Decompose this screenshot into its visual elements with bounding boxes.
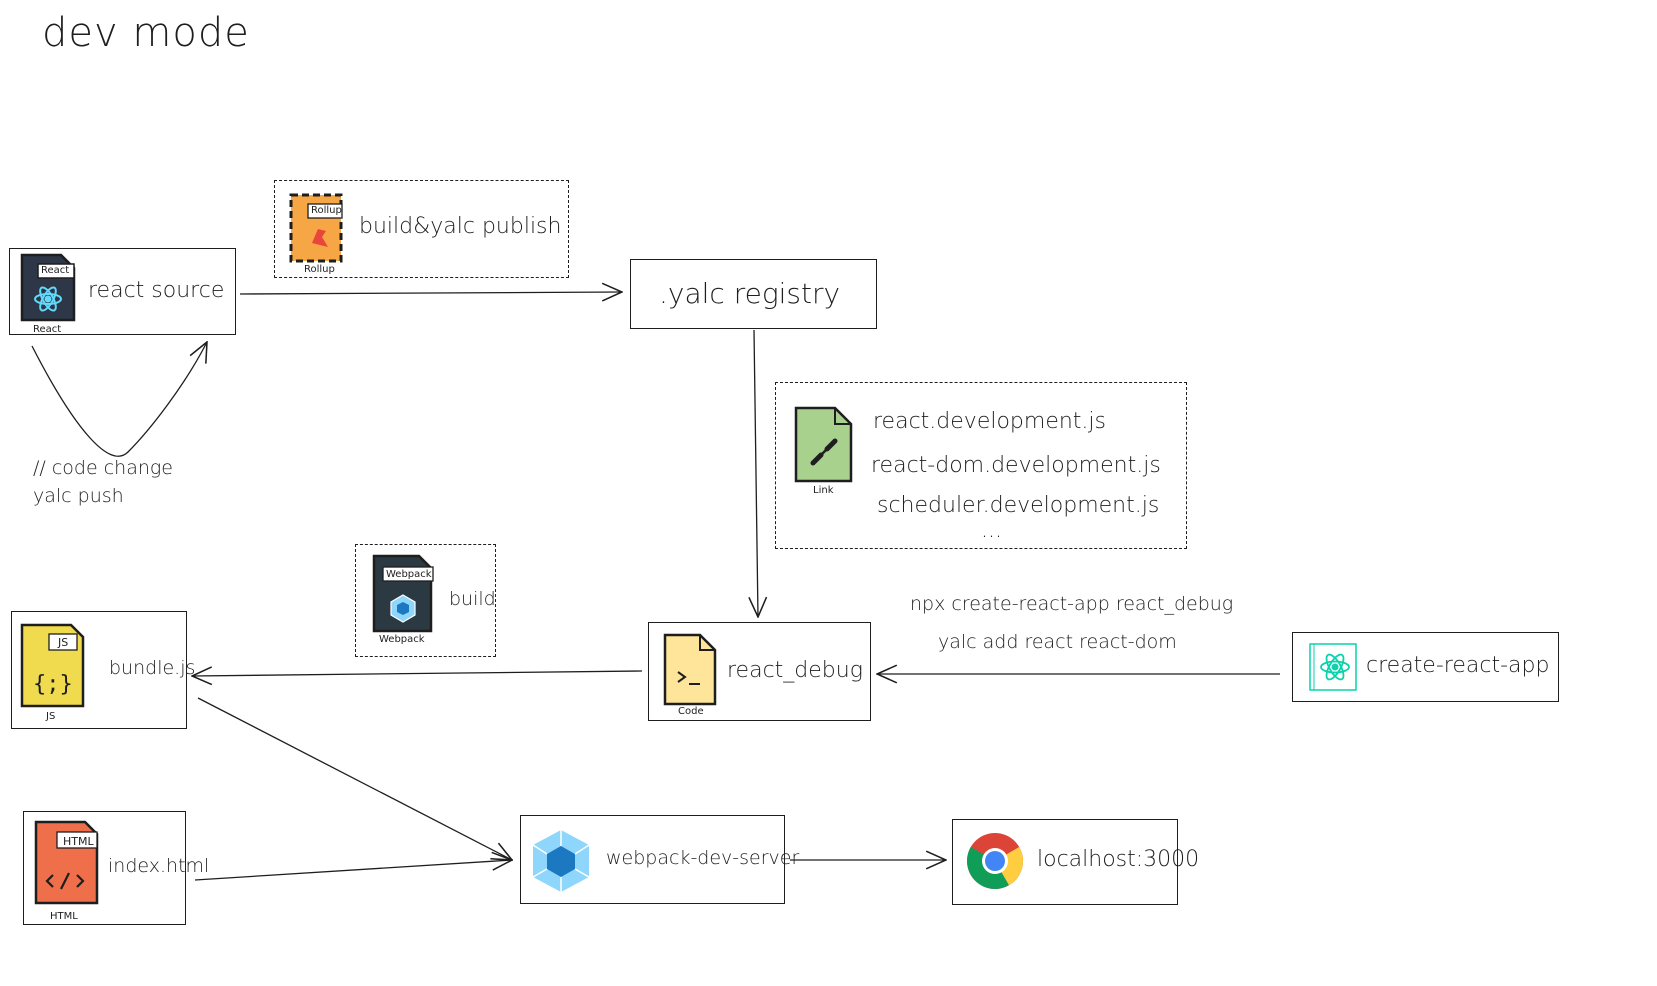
file-react-dom-development: react-dom.development.js <box>871 453 1161 478</box>
file-react-development: react.development.js <box>873 409 1106 434</box>
yalc-push-annotation: yalc push <box>33 485 124 507</box>
html-icon-tag: HTML <box>63 835 94 848</box>
yalc-registry-label: .yalc registry <box>659 277 841 310</box>
webpack-icon-caption: Webpack <box>379 634 425 645</box>
chrome-icon <box>965 831 1025 891</box>
create-react-app-label: create-react-app <box>1366 653 1550 678</box>
react-file-icon: React React <box>19 252 83 335</box>
react-debug-label: react_debug <box>727 658 863 683</box>
js-file-icon: JS {;} JS <box>19 622 89 726</box>
rollup-build-group: Rollup Rollup build&yalc publish <box>274 180 569 278</box>
page-title: dev mode <box>42 10 250 56</box>
arrow-code-change-loop <box>31 342 207 457</box>
js-icon-caption: JS <box>46 711 56 722</box>
html-icon-caption: HTML <box>50 911 78 922</box>
code-file-icon: Code <box>662 632 722 720</box>
webpack-build-label: build <box>449 588 496 610</box>
html-file-icon: HTML HTML <box>33 819 101 925</box>
react-source-node[interactable]: React React react source <box>9 248 236 335</box>
react-icon-caption: React <box>33 324 62 335</box>
webpack-dev-server-label: webpack-dev-server <box>606 847 800 869</box>
localhost-node[interactable]: localhost:3000 <box>952 819 1199 905</box>
link-icon-caption: Link <box>813 485 834 496</box>
arrow-registry-to-debug <box>754 329 758 617</box>
react-icon-tag: React <box>41 265 70 276</box>
js-icon-tag: JS <box>58 636 69 649</box>
react-logo-icon <box>1308 642 1358 692</box>
link-file-icon: Link <box>793 405 857 496</box>
rollup-build-label: build&yalc publish <box>359 214 562 239</box>
rollup-file-icon: Rollup Rollup <box>288 191 348 277</box>
webpack-dev-server-node[interactable]: webpack-dev-server <box>520 815 799 904</box>
index-html-label: index.html <box>108 855 210 877</box>
webpack-icon-tag: Webpack <box>386 569 432 580</box>
arrow-debug-to-bundle <box>192 671 643 676</box>
dev-files-group: Link react.development.js react-dom.deve… <box>775 382 1187 549</box>
webpack-cube-icon <box>529 828 593 894</box>
react-source-label: react source <box>88 278 225 303</box>
create-react-app-node[interactable]: create-react-app <box>1292 632 1559 702</box>
file-list-ellipsis: ... <box>981 518 1002 543</box>
webpack-build-group: Webpack Webpack build <box>355 544 496 657</box>
localhost-label: localhost:3000 <box>1037 847 1200 872</box>
file-scheduler-development: scheduler.development.js <box>877 493 1160 518</box>
js-braces-glyph: {;} <box>33 672 73 697</box>
rollup-icon-caption: Rollup <box>304 264 335 275</box>
yalc-registry-node[interactable]: .yalc registry <box>630 259 877 329</box>
index-html-node[interactable]: HTML HTML index.html <box>23 811 209 925</box>
yalc-add-annotation: yalc add react react-dom <box>938 631 1177 653</box>
bundle-js-label: bundle.js <box>109 657 196 679</box>
webpack-file-icon: Webpack Webpack <box>371 553 437 653</box>
arrow-source-to-registry <box>239 292 622 294</box>
arrow-bundle-to-devserver <box>197 697 512 860</box>
code-change-annotation: // code change <box>33 457 173 479</box>
bundle-js-node[interactable]: JS {;} JS bundle.js <box>11 611 195 729</box>
arrow-html-to-devserver <box>194 860 512 881</box>
code-icon-caption: Code <box>678 706 704 717</box>
rollup-icon-tag: Rollup <box>311 205 342 216</box>
react-debug-node[interactable]: Code react_debug <box>648 622 871 721</box>
npx-command-annotation: npx create-react-app react_debug <box>910 593 1234 615</box>
